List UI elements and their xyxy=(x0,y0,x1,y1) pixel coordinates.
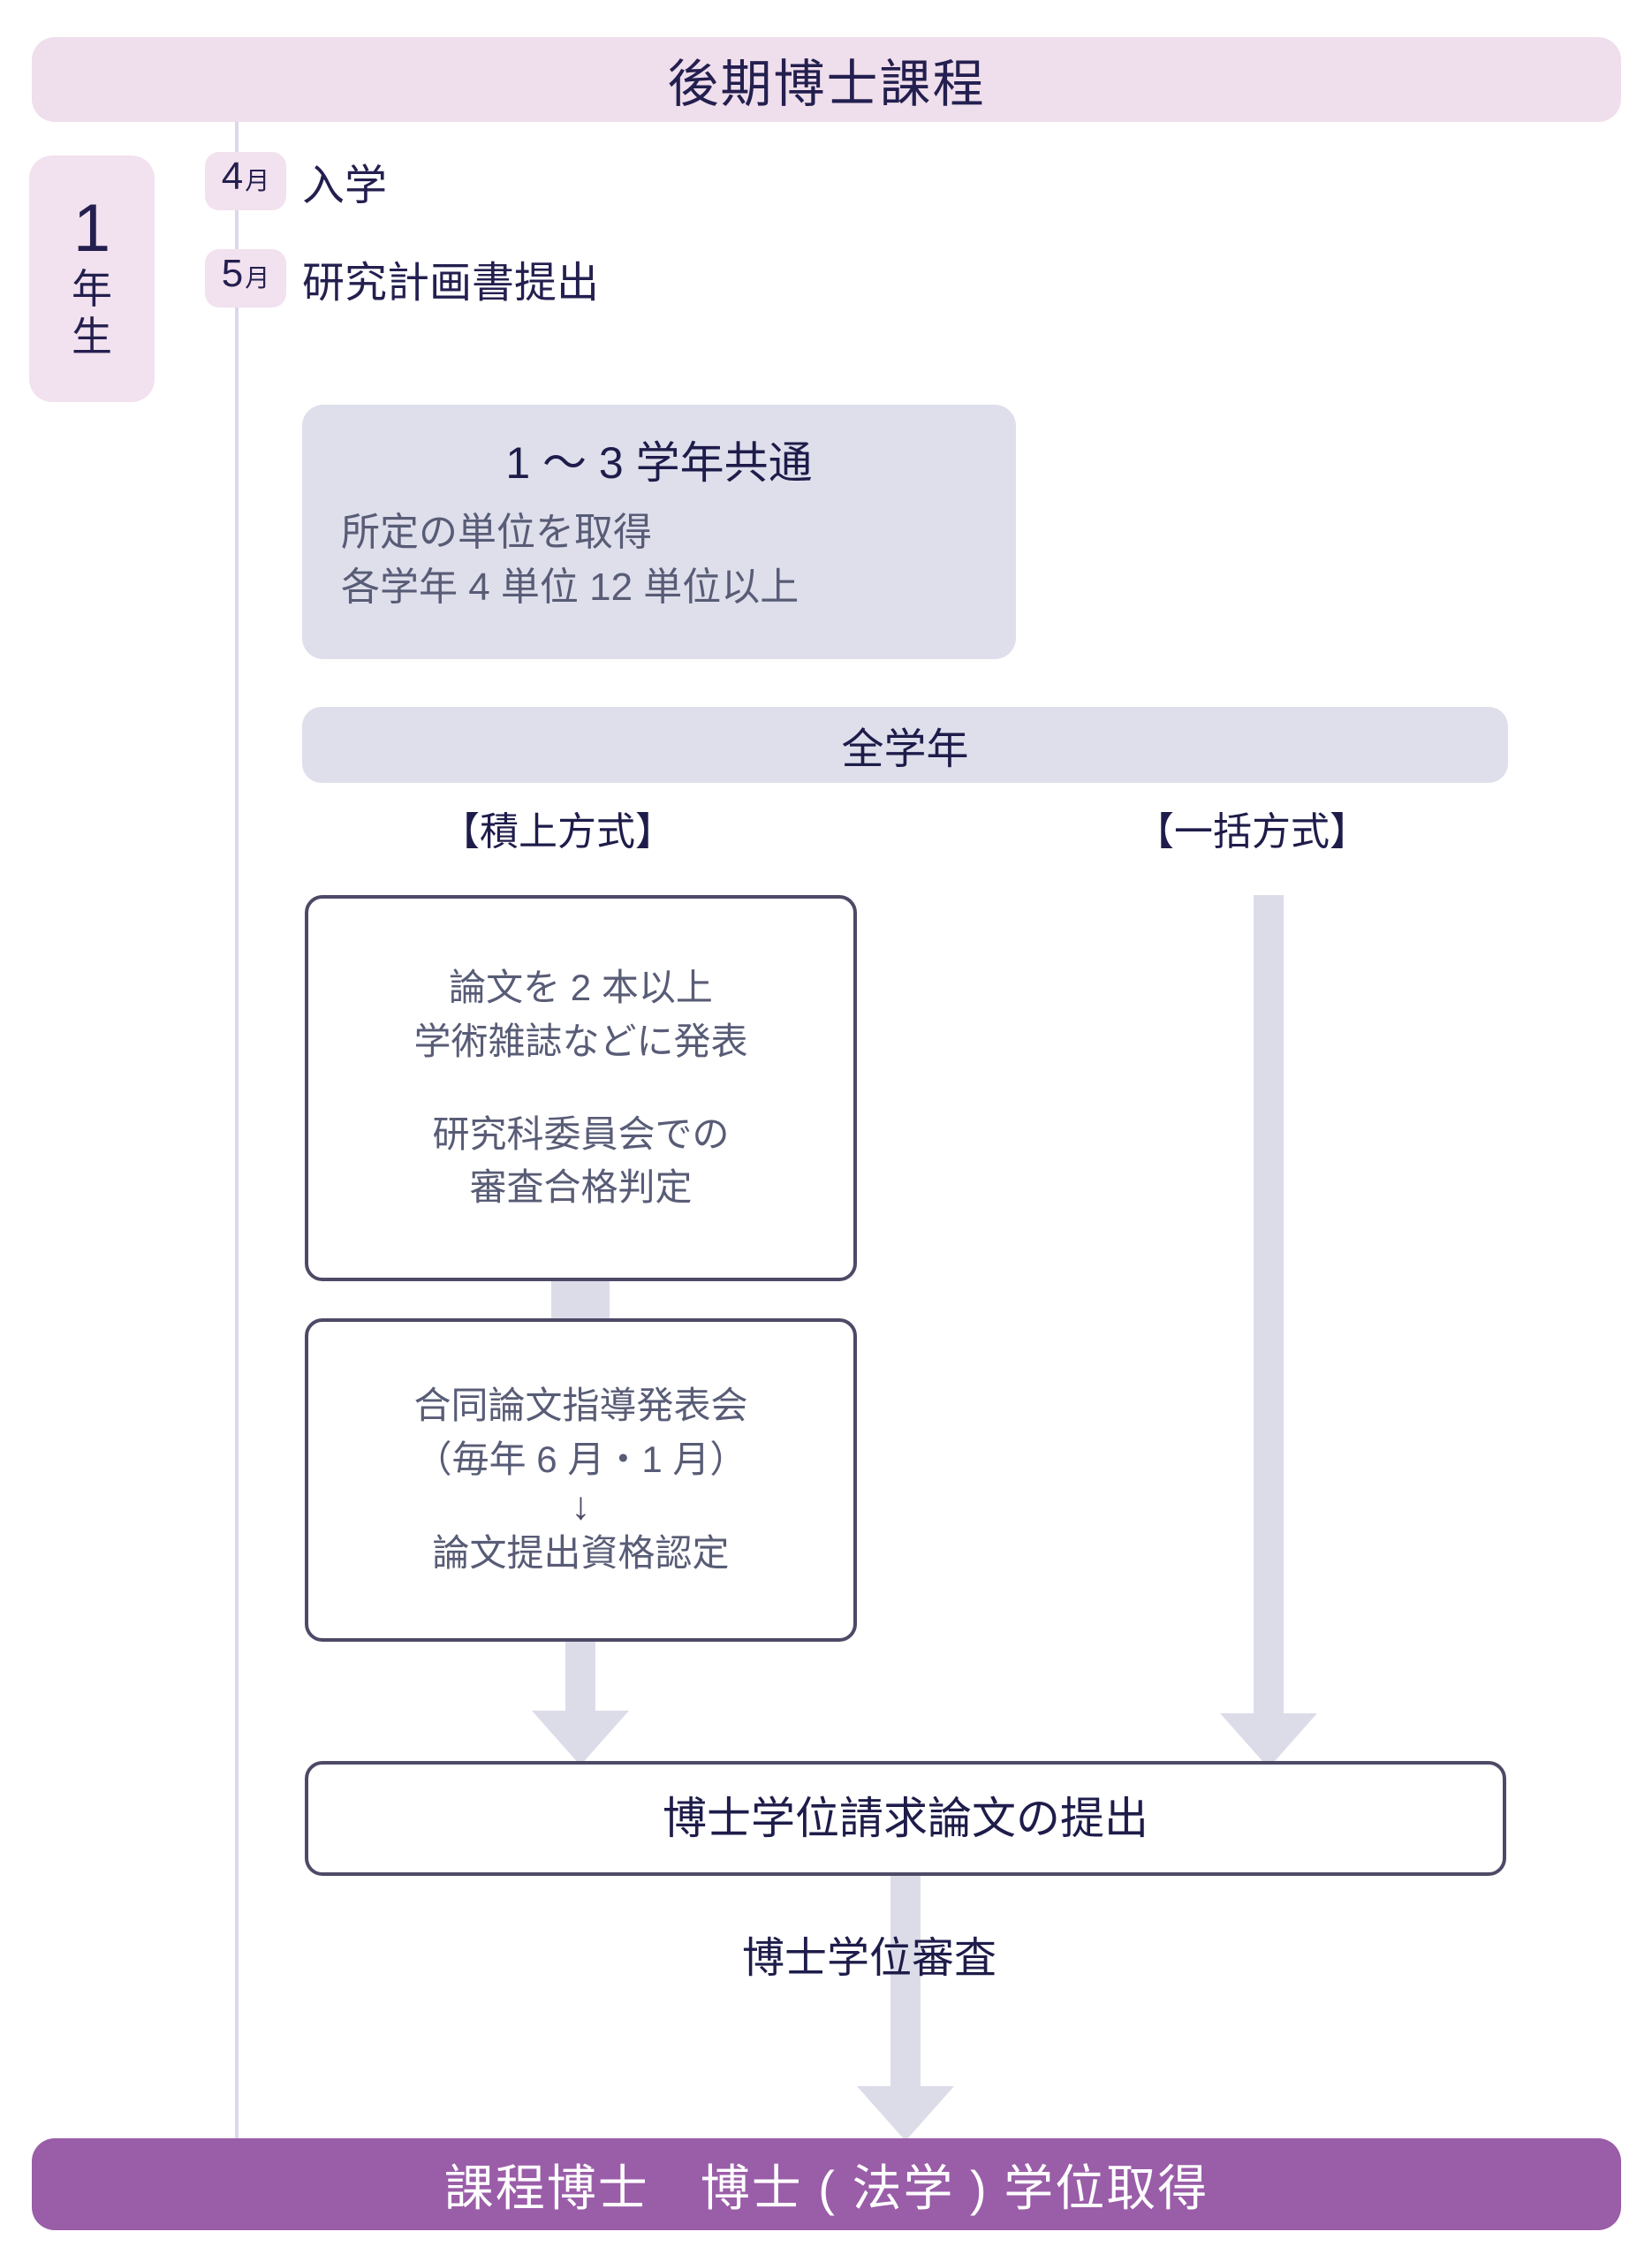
method-label-batch: 【一括方式】 xyxy=(1135,810,1368,854)
step-box-publish-papers: 論文を 2 本以上 学術雑誌などに発表 研究科委員会での 審査合格判定 xyxy=(305,895,857,1281)
step-box-joint-guidance: 合同論文指導発表会 （毎年 6 月・1 月） ↓ 論文提出資格認定 xyxy=(305,1318,857,1642)
month-event-label-may: 研究計画書提出 xyxy=(302,260,600,307)
down-arrow-icon: ↓ xyxy=(571,1484,591,1528)
page-title: 後期博士課程 xyxy=(667,56,986,113)
timeline-event-may: 5 月 研究計画書提出 xyxy=(205,247,599,309)
common-credits-card: 1 〜 3 学年共通 所定の単位を取得 各学年 4 単位 12 単位以上 xyxy=(302,405,1016,659)
year-badge: 1 年 生 xyxy=(29,156,155,402)
common-credits-title: 1 〜 3 学年共通 xyxy=(505,438,813,488)
flow-arrow-batch-to-submission xyxy=(1220,895,1317,1768)
step-box-dissertation-submission: 博士学位請求論文の提出 xyxy=(305,1761,1506,1876)
guidance-line-1: 合同論文指導発表会 xyxy=(413,1384,748,1426)
year-unit-char-2: 生 xyxy=(72,313,112,360)
month-number: 4 xyxy=(221,155,244,198)
degree-review-caption: 博士学位審査 xyxy=(742,1935,997,1982)
guidance-line-3: 論文提出資格認定 xyxy=(432,1532,730,1575)
month-badge-april: 4 月 xyxy=(205,152,286,210)
year-unit-char-1: 年 xyxy=(72,266,112,313)
publish-line-1: 論文を 2 本以上 xyxy=(449,966,713,1008)
method-label-accumulative: 【積上方式】 xyxy=(441,810,674,854)
common-credits-line-1: 所定の単位を取得 xyxy=(341,511,652,554)
month-suffix: 月 xyxy=(245,264,270,292)
common-credits-line-2: 各学年 4 単位 12 単位以上 xyxy=(341,566,799,610)
degree-outcome-bar: 課程博士 博士 ( 法学 ) 学位取得 xyxy=(32,2138,1621,2230)
guidance-line-2: （毎年 6 月・1 月） xyxy=(414,1438,747,1480)
flow-arrow-guidance-to-submission xyxy=(532,1642,629,1765)
month-event-label-april: 入学 xyxy=(302,163,388,209)
publish-line-2: 学術雑誌などに発表 xyxy=(413,1020,748,1062)
connector-publish-to-guidance xyxy=(551,1281,610,1320)
month-badge-may: 5 月 xyxy=(205,249,286,307)
program-header-bar: 後期博士課程 xyxy=(32,37,1621,122)
flow-arrow-submission-to-degree xyxy=(857,1876,954,2141)
month-number: 5 xyxy=(221,252,244,295)
all-years-banner: 全学年 xyxy=(302,707,1508,783)
timeline-event-april: 4 月 入学 xyxy=(205,150,387,212)
month-suffix: 月 xyxy=(245,167,270,194)
submission-label: 博士学位請求論文の提出 xyxy=(663,1793,1148,1843)
timeline-axis xyxy=(235,122,239,2138)
all-years-title: 全学年 xyxy=(841,726,969,773)
publish-line-3: 研究科委員会での xyxy=(432,1112,730,1155)
publish-line-4: 審査合格判定 xyxy=(469,1166,693,1209)
year-number: 1 xyxy=(72,191,111,267)
degree-outcome-label: 課程博士 博士 ( 法学 ) 学位取得 xyxy=(443,2160,1209,2216)
